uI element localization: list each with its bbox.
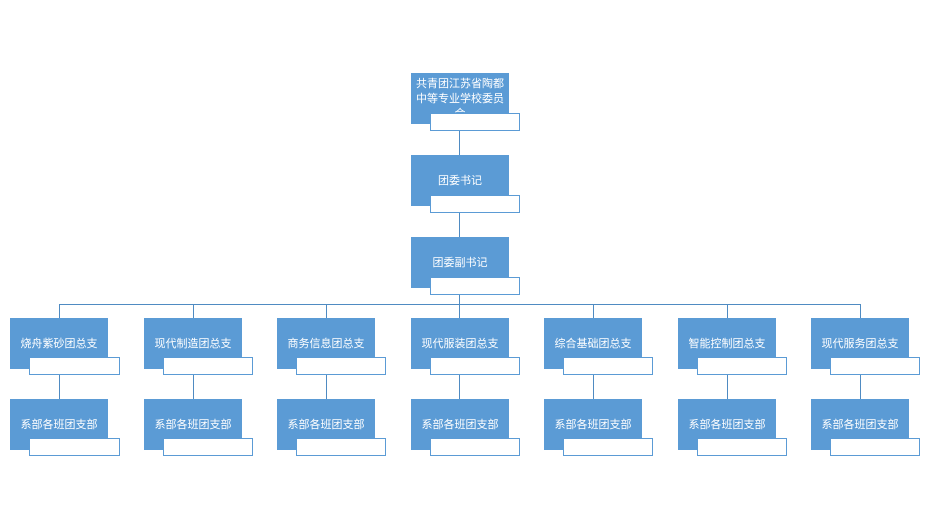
node-secretary-subtitle-box	[430, 195, 520, 213]
node-branch-1-subtitle-box	[29, 357, 120, 375]
node-branch-2-child-label: 系部各班团支部	[154, 418, 232, 431]
connector-deputy-bus	[459, 289, 460, 304]
connector-secretary-deputy	[459, 207, 460, 237]
connector-bus-branch-2	[193, 304, 194, 318]
connector-root-secretary	[459, 125, 460, 155]
node-secretary-label: 团委书记	[438, 174, 482, 187]
node-branch-4-subtitle-box	[430, 357, 520, 375]
connector-branch-5-child	[593, 370, 594, 399]
node-branch-5-child-label: 系部各班团支部	[554, 418, 632, 431]
connector-branch-1-child	[59, 370, 60, 399]
node-branch-5-label: 综合基础团总支	[554, 337, 632, 350]
node-branch-6-child-label: 系部各班团支部	[688, 418, 766, 431]
node-branch-7-subtitle-box	[830, 357, 920, 375]
connector-bus-branch-4	[459, 304, 460, 318]
node-branch-3-subtitle-box	[296, 357, 386, 375]
node-branch-6-subtitle-box	[697, 357, 787, 375]
node-branch-6-label: 智能控制团总支	[688, 337, 766, 350]
node-branch-2-subtitle-box	[163, 357, 253, 375]
connector-branch-3-child	[326, 370, 327, 399]
node-branch-4-child-label: 系部各班团支部	[421, 418, 499, 431]
node-branch-1-label: 烧舟紫砂团总支	[20, 337, 98, 350]
node-branch-2-child-subtitle-box	[163, 438, 253, 456]
node-branch-5-child-subtitle-box	[563, 438, 653, 456]
connector-bus-branch-7	[860, 304, 861, 318]
node-branch-7-child-subtitle-box	[830, 438, 920, 456]
connector-branch-4-child	[459, 370, 460, 399]
node-branch-1-child-label: 系部各班团支部	[20, 418, 98, 431]
node-root-subtitle-box	[430, 113, 520, 131]
connector-branch-7-child	[860, 370, 861, 399]
node-branch-6-child-subtitle-box	[697, 438, 787, 456]
connector-bus-branch-1	[59, 304, 60, 318]
node-branch-3-label: 商务信息团总支	[287, 337, 365, 350]
connector-branch-6-child	[727, 370, 728, 399]
node-branch-1-child-subtitle-box	[29, 438, 120, 456]
node-branch-5-subtitle-box	[563, 357, 653, 375]
connector-horizontal-bus	[59, 304, 861, 305]
node-branch-3-child-label: 系部各班团支部	[287, 418, 365, 431]
connector-bus-branch-6	[727, 304, 728, 318]
node-branch-7-child-label: 系部各班团支部	[821, 418, 899, 431]
node-branch-7-label: 现代服务团总支	[821, 337, 899, 350]
node-branch-4-label: 现代服装团总支	[421, 337, 499, 350]
node-deputy-secretary-subtitle-box	[430, 277, 520, 295]
node-branch-3-child-subtitle-box	[296, 438, 386, 456]
connector-bus-branch-3	[326, 304, 327, 318]
node-deputy-secretary-label: 团委副书记	[432, 256, 488, 269]
connector-branch-2-child	[193, 370, 194, 399]
node-branch-4-child-subtitle-box	[430, 438, 520, 456]
connector-bus-branch-5	[593, 304, 594, 318]
node-branch-2-label: 现代制造团总支	[154, 337, 232, 350]
